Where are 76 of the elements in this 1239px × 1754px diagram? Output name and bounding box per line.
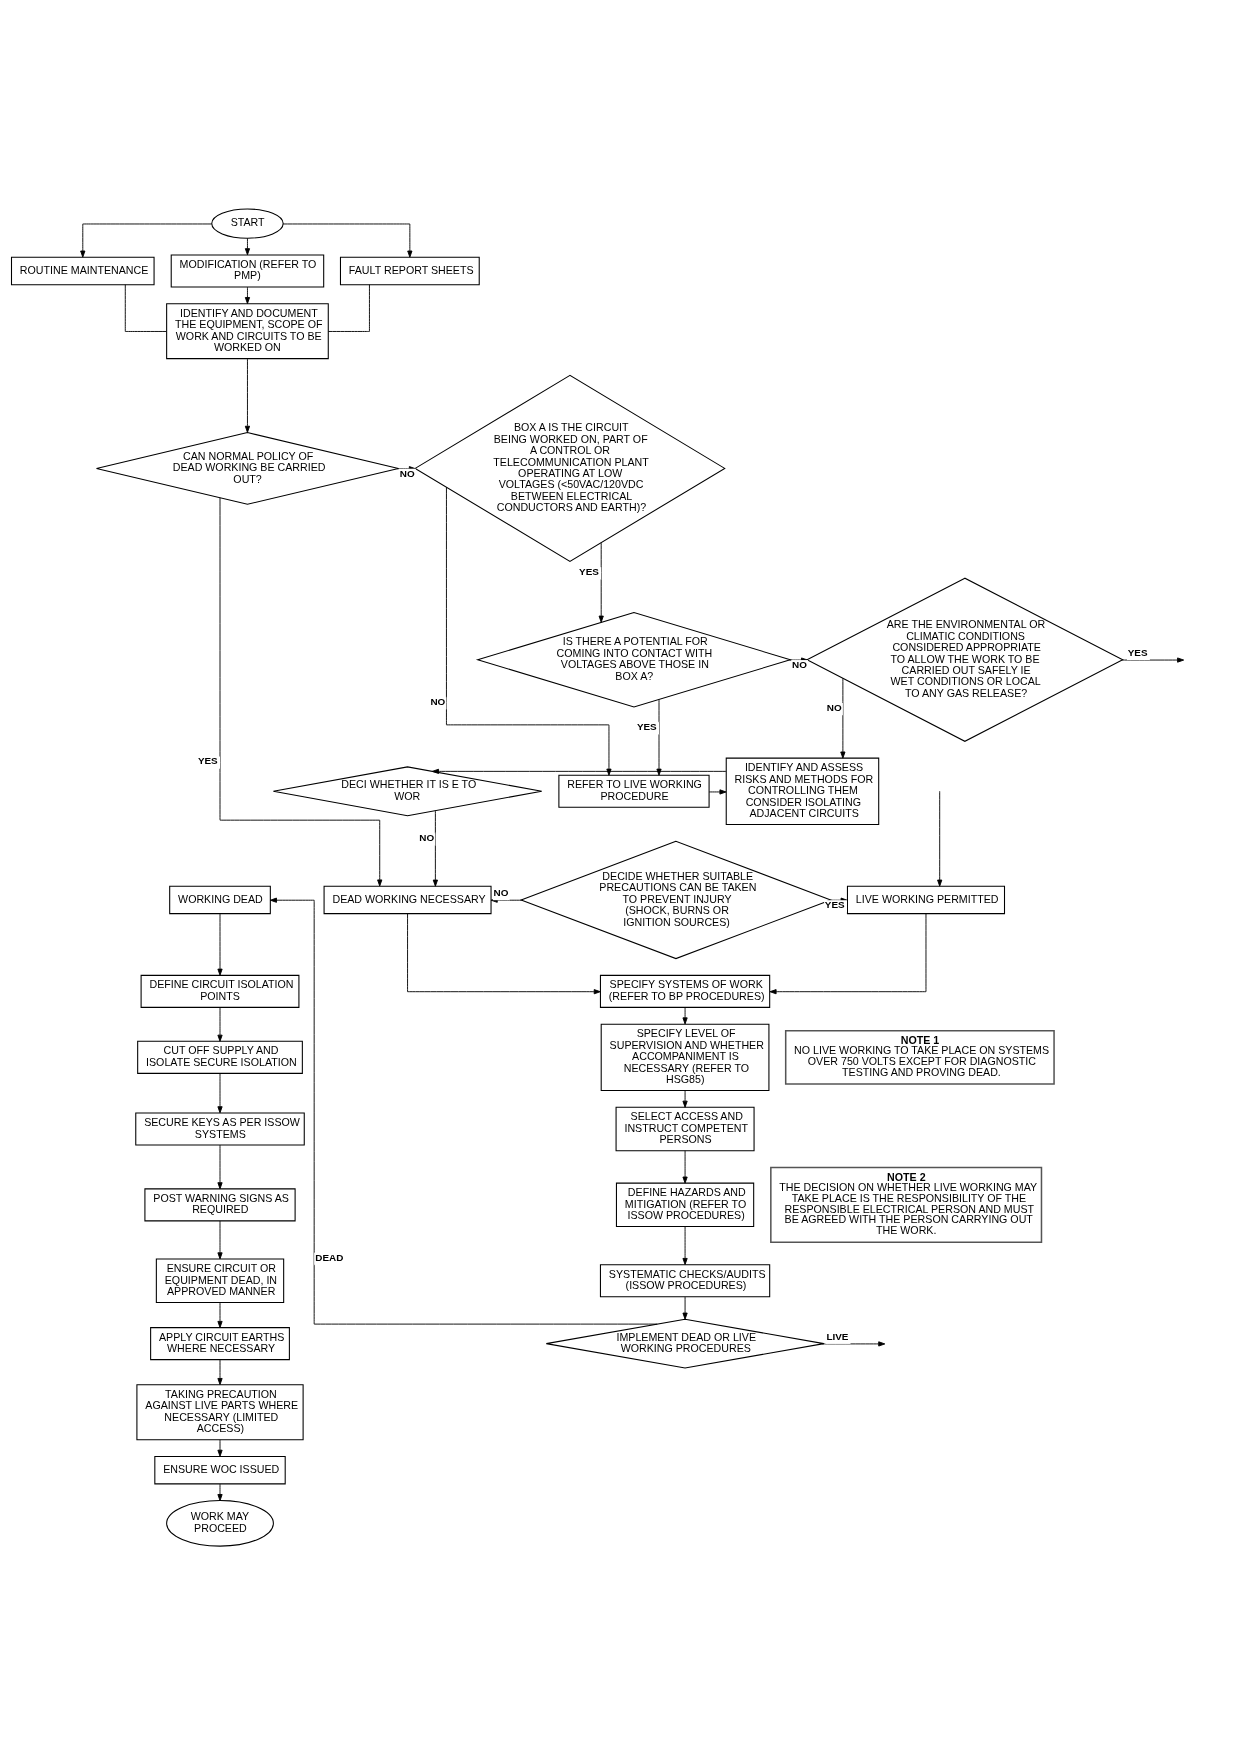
node-box: IDENTIFY AND ASSESS RISKS AND METHODS FOR CONTROLLING THEM CONSIDER ISOLATING ADJACENT CIRCUITS — [725, 757, 880, 825]
edge-label: NO — [430, 695, 446, 707]
edge-label: YES — [1127, 646, 1148, 658]
arrow — [80, 223, 213, 258]
edge-label: LIVE — [826, 1330, 849, 1342]
node-box: WORKING DEAD — [169, 885, 271, 914]
edge-label: YES — [824, 898, 845, 910]
node-box: APPLY CIRCUIT EARTHS WHERE NECESSARY — [150, 1326, 290, 1360]
edge-label: NO — [419, 831, 435, 843]
arrow — [431, 768, 727, 774]
arrow — [840, 677, 846, 759]
node-box: REFER TO LIVE WORKING PROCEDURE — [558, 774, 710, 808]
node-ellipse: START — [211, 207, 284, 239]
arrow — [217, 1144, 223, 1189]
edge-label: NO — [493, 886, 509, 898]
arrow — [598, 541, 604, 623]
arrow — [656, 698, 662, 776]
node-box: SELECT ACCESS AND INSTRUCT COMPETENT PERSONS — [615, 1106, 755, 1151]
node-box: SPECIFY LEVEL OF SUPERVISION AND WHETHER ACCOMPANIMENT IS NECESSARY (REFER TO HSG85) — [600, 1023, 770, 1091]
node-diamond: BOX A IS THE CIRCUIT BEING WORKED ON, PART OF A CONTROL OR TELECOMMUNICATION PLANT OPERATING AT LOW VOLTAGES (<50VAC/120VDC BETWEEN ELECTRICAL CONDUCTORS AND EARTH)? — [414, 374, 726, 562]
edge-label: YES — [579, 565, 599, 577]
arrow — [217, 912, 223, 976]
arrow — [217, 1358, 223, 1385]
arrow — [682, 1225, 688, 1265]
arrow — [244, 237, 251, 255]
edge-label: NO — [792, 658, 807, 670]
node-box: IDENTIFY AND DOCUMENT THE EQUIPMENT, SCOPE OF WORK AND CIRCUITS TO BE WORKED ON — [166, 302, 329, 359]
edge-label: YES — [197, 754, 218, 766]
arrow — [446, 486, 612, 776]
node-box: TAKING PRECAUTION AGAINST LIVE PARTS WHERE NECESSARY (LIMITED ACCESS) — [136, 1383, 304, 1440]
arrow — [769, 912, 927, 994]
node-diamond: CAN NORMAL POLICY OF DEAD WORKING BE CARRIED OUT? — [95, 431, 399, 505]
arrow — [217, 1301, 223, 1328]
arrow — [682, 1089, 688, 1108]
connector — [328, 283, 370, 332]
edge-label: DEAD — [315, 1251, 344, 1263]
arrow — [219, 496, 383, 886]
node-box: NOTE 1 NO LIVE WORKING TO TAKE PLACE ON SYSTEMS OVER 750 VOLTS EXCEPT FOR DIAGNOSTIC TESTING AND PROVING DEAD. — [784, 1029, 1055, 1085]
node-box: DEFINE HAZARDS AND MITIGATION (REFER TO ISSOW PROCEDURES) — [615, 1182, 755, 1227]
arrow — [937, 790, 943, 887]
arrow — [432, 809, 438, 887]
arrow — [217, 1438, 223, 1457]
arrow — [708, 788, 727, 795]
node-diamond: IMPLEMENT DEAD OR LIVE WORKING PROCEDURES — [545, 1318, 825, 1369]
arrow — [682, 1006, 688, 1024]
node-box: POST WARNING SIGNS AS REQUIRED — [144, 1187, 296, 1221]
node-box: MODIFICATION (REFER TO PMP) — [170, 253, 325, 287]
node-box: SPECIFY SYSTEMS OF WORK (REFER TO BP PROCEDURES) — [599, 974, 771, 1008]
node-box: DEFINE CIRCUIT ISOLATION POINTS — [140, 974, 300, 1008]
node-box: SYSTEMATIC CHECKS/AUDITS (ISSOW PROCEDURES) — [599, 1263, 771, 1297]
node-box: ENSURE WOC ISSUED — [154, 1455, 286, 1484]
arrow — [682, 1149, 688, 1184]
node-ellipse: WORK MAY PROCEED — [166, 1499, 274, 1547]
node-box: LIVE WORKING PERMITTED — [846, 885, 1006, 914]
arrow — [217, 1006, 223, 1042]
arrow — [282, 223, 413, 258]
node-box: SECURE KEYS AS PER ISSOW SYSTEMS — [135, 1111, 305, 1146]
node-box: NOTE 2 THE DECISION ON WHETHER LIVE WORKING MAY TAKE PLACE IS THE RESPONSIBILITY OF THE RESPONSIBLE ELECTRICAL PERSON AND MUST BE AGREED WITH THE PERSON CARRYING OUT THE WORK. — [770, 1166, 1043, 1243]
arrow — [244, 286, 251, 304]
node-box: ROUTINE MAINTENANCE — [10, 256, 155, 285]
arrow — [217, 1483, 223, 1501]
connector — [124, 283, 167, 332]
arrow — [1121, 656, 1185, 663]
arrow — [217, 1220, 223, 1259]
arrow — [217, 1072, 223, 1113]
node-box: CUT OFF SUPPLY AND ISOLATE SECURE ISOLATION — [137, 1040, 303, 1074]
node-box: FAULT REPORT SHEETS — [339, 256, 480, 285]
node-box: DEAD WORKING NECESSARY — [323, 885, 492, 914]
edge-label: YES — [636, 720, 657, 732]
arrow — [244, 358, 251, 433]
edge-label: NO — [399, 467, 415, 479]
edge-label: NO — [826, 701, 842, 713]
arrow — [407, 912, 601, 994]
arrow — [682, 1295, 688, 1320]
node-box: ENSURE CIRCUIT OR EQUIPMENT DEAD, IN APPROVED MANNER — [155, 1257, 285, 1303]
arrow — [821, 1340, 886, 1346]
